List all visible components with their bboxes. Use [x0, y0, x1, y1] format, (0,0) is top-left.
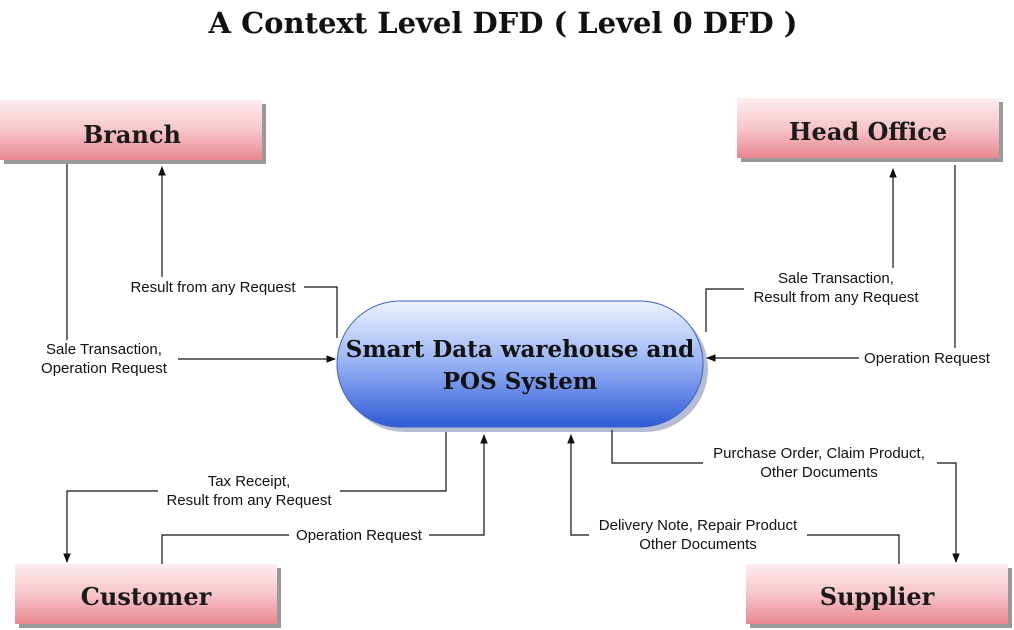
flow-label: Operation Request: [41, 360, 168, 377]
entity-customer-label: Customer: [81, 582, 212, 611]
flow-label: Operation Request: [864, 350, 991, 367]
flow-label: Sale Transaction,: [778, 270, 894, 287]
entity-branch-label: Branch: [83, 120, 181, 149]
entity-customer: Customer: [15, 564, 281, 628]
flow-customer-tax: Tax Receipt, Result from any Request: [63, 432, 447, 563]
flow-label: Operation Request: [296, 527, 423, 544]
flow-label: Other Documents: [760, 464, 878, 481]
process-pos-system: Smart Data warehouse and POS System: [336, 300, 708, 432]
entity-head-office: Head Office: [737, 98, 1003, 162]
flow-label: Result from any Request: [166, 492, 332, 509]
flow-customer-operation: Operation Request: [161, 434, 488, 564]
entity-branch: Branch: [0, 100, 266, 164]
flow-label: Sale Transaction,: [46, 341, 162, 358]
flow-label: Result from any Request: [130, 279, 296, 296]
diagram-title: A Context Level DFD ( Level 0 DFD ): [207, 6, 797, 40]
process-label-line1: Smart Data warehouse and: [346, 336, 695, 363]
process-label-line2: POS System: [443, 368, 597, 395]
entity-supplier-label: Supplier: [820, 582, 935, 611]
flow-label: Purchase Order, Claim Product,: [713, 445, 925, 462]
flow-label: Delivery Note, Repair Product: [599, 517, 798, 534]
flow-label: Other Documents: [639, 536, 757, 553]
flow-head-operation: Operation Request: [706, 165, 997, 368]
flow-label: Tax Receipt,: [208, 473, 291, 490]
flow-head-sale: Sale Transaction, Result from any Reques…: [705, 168, 930, 332]
flow-branch-sale: Sale Transaction, Operation Request: [32, 164, 336, 378]
flow-supplier-purchase: Purchase Order, Claim Product, Other Doc…: [611, 430, 960, 563]
flow-branch-result: Result from any Request: [122, 166, 338, 338]
entity-supplier: Supplier: [746, 564, 1012, 628]
flow-label: Result from any Request: [753, 289, 919, 306]
flow-supplier-delivery: Delivery Note, Repair Product Other Docu…: [567, 434, 900, 564]
entity-head-office-label: Head Office: [789, 117, 947, 146]
